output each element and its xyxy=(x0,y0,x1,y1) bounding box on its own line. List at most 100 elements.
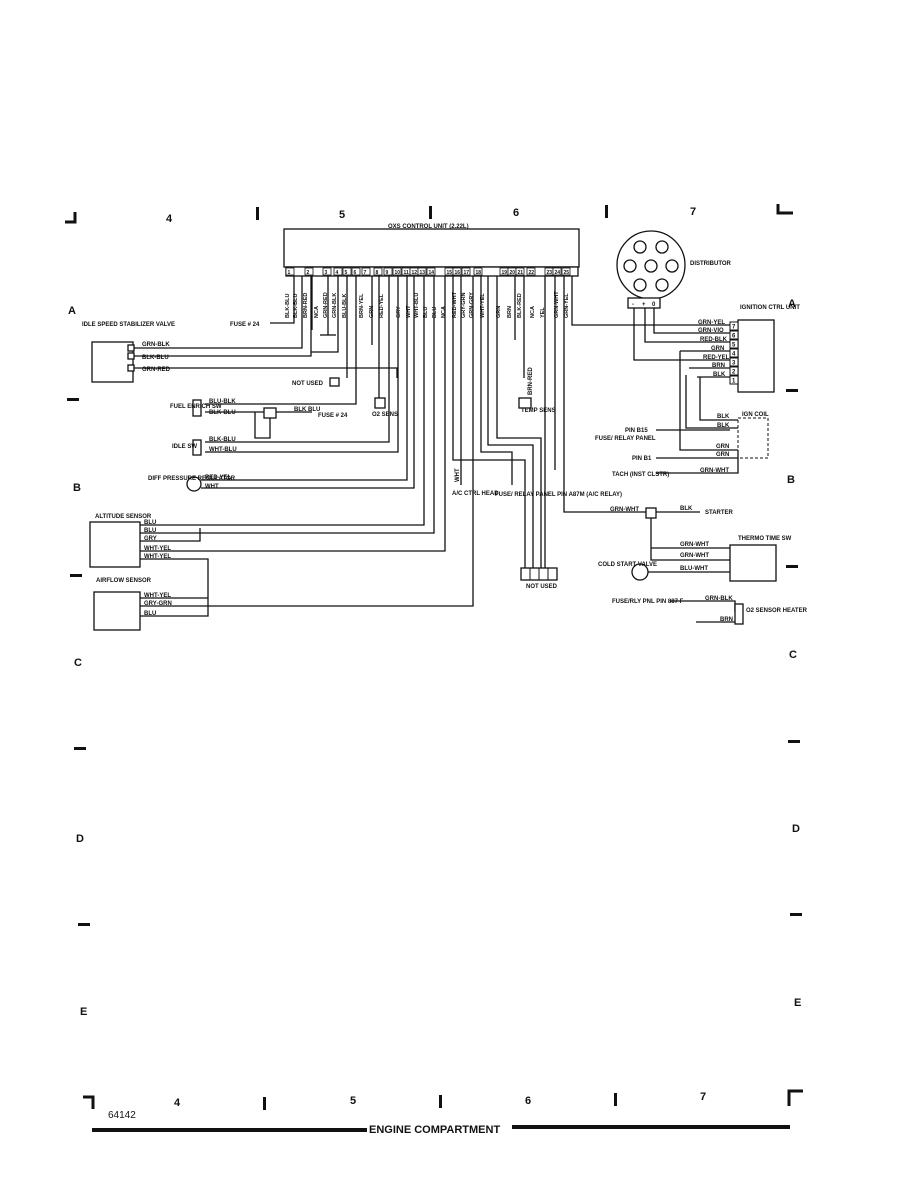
ecu-pin-22 xyxy=(526,267,536,276)
fuel-enrich-switch: FUEL ENRICH SW FUSE # 24 xyxy=(170,399,348,419)
zone-7-top: 7 xyxy=(690,206,696,218)
wl-alt3: GRY xyxy=(144,536,157,542)
footer-rule-left xyxy=(92,1128,367,1132)
row-d-right: D xyxy=(792,823,800,835)
diff-pressure-regulator: DIFF PRESSURE REGULATOR xyxy=(148,476,236,492)
zone-6-top: 6 xyxy=(513,207,519,219)
ign-pin-label-7: 7 xyxy=(732,325,736,331)
idle-switch: IDLE SW xyxy=(172,439,202,456)
ign-pin-label-4: 4 xyxy=(732,352,736,358)
fuse-relay-label: FUSE/ RELAY PANEL PIN A87M (A/C RELAY) xyxy=(495,492,622,498)
ecu-wire-24: NCA xyxy=(530,306,536,318)
wl-af3: BLU xyxy=(144,611,156,617)
ecu-pin-label-13: 13 xyxy=(420,270,426,276)
distributor-label: DISTRIBUTOR xyxy=(690,261,732,267)
ecu-wire-17: RED-WHT xyxy=(452,291,458,318)
diff-label: DIFF PRESSURE REGULATOR xyxy=(148,476,236,482)
distributor: - + 0 DISTRIBUTOR xyxy=(616,230,732,309)
thermo-label: THERMO TIME SW xyxy=(738,536,792,542)
ecu-wire-10: RED-YEL xyxy=(379,293,385,318)
airflow-sensor: AIRFLOW SENSOR xyxy=(93,578,152,631)
ign-pin-label-1: 1 xyxy=(732,379,736,385)
zone-7-bottom: 7 xyxy=(700,1091,706,1103)
ecu-pin-label-5: 5 xyxy=(345,270,348,276)
ecu-title: OXS CONTROL UNIT (2.22L) xyxy=(388,224,469,230)
ign-ctrl-label: IGNITION CTRL UNIT xyxy=(740,305,800,311)
ecu-pin-label-18: 18 xyxy=(476,270,482,276)
ign-coil: IGN COIL xyxy=(737,412,769,459)
ecu-wire-12: WHT xyxy=(406,305,412,318)
wl-ic5: RED-YEL xyxy=(703,355,730,361)
wl-alt2: BLU xyxy=(144,528,156,534)
ign-pin-label-5: 5 xyxy=(732,343,736,349)
wl-ic2: GRN-VIO xyxy=(698,328,724,334)
ecu-wire-22: BRN xyxy=(507,306,513,318)
ign-pin-7 xyxy=(729,321,739,331)
ecu-wire-25: YEL xyxy=(540,307,546,318)
ecu-wire-5: GRN-RED xyxy=(323,292,329,318)
not-used-connector xyxy=(329,377,340,387)
zone-5-bottom: 5 xyxy=(350,1095,356,1107)
ecu-wire-11: GRY xyxy=(396,306,402,318)
ecu-pin-label-3: 3 xyxy=(325,270,328,276)
starter-connector xyxy=(645,507,657,519)
ecu-pin-5 xyxy=(342,267,352,276)
wl-ac: WHT xyxy=(455,468,461,482)
ecu-pin-label-22: 22 xyxy=(529,270,535,276)
altitude-sensor: ALTITUDE SENSOR xyxy=(89,514,152,568)
idle-valve-label: IDLE SPEED STABILIZER VALVE xyxy=(82,322,175,328)
ecu-pin-label-16: 16 xyxy=(455,270,461,276)
not-used-label: NOT USED xyxy=(292,381,324,387)
row-c-right: C xyxy=(789,649,797,661)
row-d-left: D xyxy=(76,833,84,845)
ecu-pin-label-10: 10 xyxy=(395,270,401,276)
ecu-pin-label-7: 7 xyxy=(364,270,367,276)
wl-ic6: BRN xyxy=(712,363,725,369)
wl-st1: GRN-WHT xyxy=(610,507,639,513)
ac-ctrl-head: A/C CTRL HEAD xyxy=(452,491,499,497)
ecu-wire-4: NCA xyxy=(314,306,320,318)
wl-fuel2: BLK-BLU xyxy=(209,410,236,416)
ecu-wire-13: WHT-BLU xyxy=(414,293,420,318)
ecu-pin-21 xyxy=(515,267,525,276)
wl-h1: GRN-BLK xyxy=(705,596,733,602)
ign-pin-1 xyxy=(729,375,739,385)
o2-sensor-heater: O2 SENSOR HEATER xyxy=(734,603,808,625)
footer-rule-right xyxy=(512,1125,790,1129)
ign-coil-label: IGN COIL xyxy=(742,412,769,418)
row-b-right: B xyxy=(787,474,795,486)
ign-pin-4 xyxy=(729,348,739,358)
idle-speed-valve: IDLE SPEED STABILIZER VALVE xyxy=(82,322,175,383)
ign-pin-label-3: 3 xyxy=(732,361,736,367)
wl-fuel3: BLK BLU xyxy=(294,407,320,413)
ecu-pin-8 xyxy=(373,267,383,276)
ecu-wire-6: GRN-BLK xyxy=(332,293,338,318)
wl-th2: GRN-WHT xyxy=(680,553,709,559)
ecu-pin-16 xyxy=(452,267,462,276)
ecu-pin-6 xyxy=(351,267,361,276)
wl-coil2: BLK xyxy=(717,423,730,429)
wl-idle2: BLK-BLU xyxy=(142,355,169,361)
dist-pin-zero: 0 xyxy=(652,302,656,308)
row-e-right: E xyxy=(794,997,801,1009)
wl-alt1: BLU xyxy=(144,520,156,526)
ecu-pin-label-24: 24 xyxy=(555,270,561,276)
wl-h2: BRN xyxy=(720,617,733,623)
not-used2-label: NOT USED xyxy=(526,584,558,590)
ecu-pin-label-15: 15 xyxy=(447,270,453,276)
wl-dpr1: RED-YEL xyxy=(205,475,232,481)
starter-label: STARTER xyxy=(705,510,734,516)
fuse24-label: FUSE # 24 xyxy=(230,322,260,328)
ecu-wire-16: NCA xyxy=(441,306,447,318)
ecu-wire-8: BRN-YEL xyxy=(359,293,365,318)
ecu-wire-23: BLK-RED xyxy=(517,293,523,318)
dist-pin-minus: - xyxy=(632,302,634,308)
ecu-pin-label-4: 4 xyxy=(336,270,339,276)
ecu-pin-label-2: 2 xyxy=(307,270,310,276)
zone-5-top: 5 xyxy=(339,209,345,221)
ecu-pin-label-25: 25 xyxy=(564,270,570,276)
ecu-pin-label-17: 17 xyxy=(464,270,470,276)
ecu-wire-18: GRY-GRN xyxy=(461,293,467,318)
